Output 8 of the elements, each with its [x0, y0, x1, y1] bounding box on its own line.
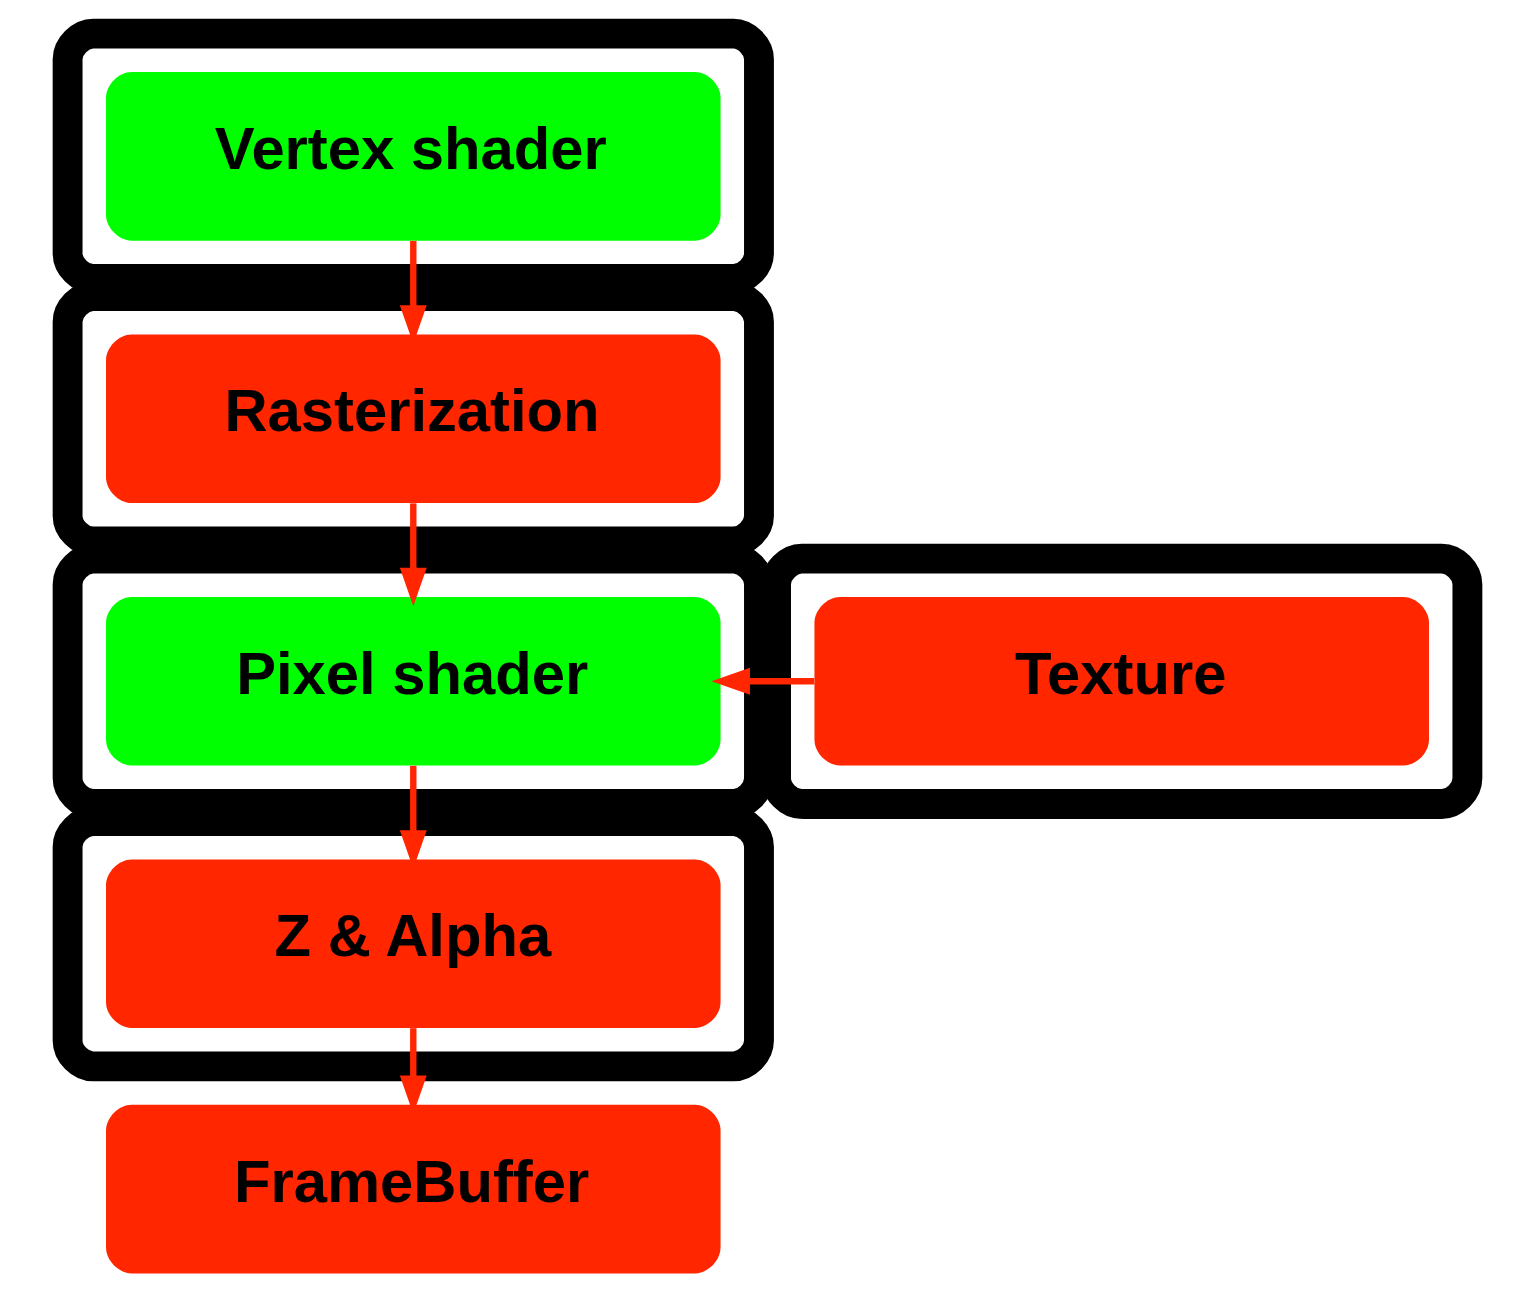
node-box: Pixel shader: [105, 597, 721, 766]
node-box: Z & Alpha: [105, 859, 721, 1028]
node-box: Texture: [813, 597, 1429, 766]
node-box: Vertex shader: [105, 72, 721, 241]
arrow: [710, 667, 814, 695]
node-box: Rasterization: [105, 334, 721, 504]
node-box: FrameBuffer: [105, 1104, 721, 1274]
arrow: [399, 503, 427, 607]
